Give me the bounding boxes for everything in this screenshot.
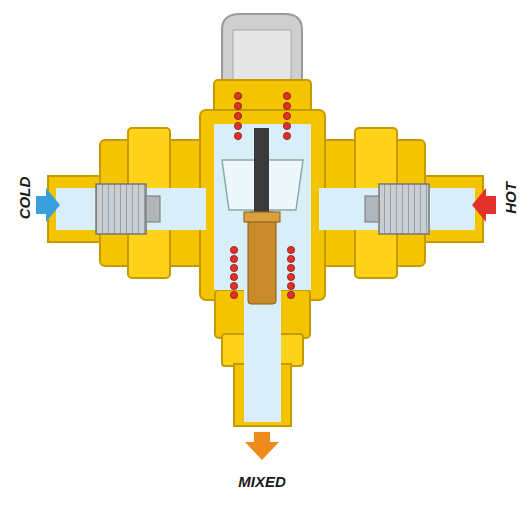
channel-shape bbox=[244, 288, 281, 422]
cartridge-shape bbox=[365, 196, 379, 222]
spring-coil bbox=[230, 264, 237, 271]
spring-coil bbox=[283, 122, 290, 129]
inlet-label: COLD bbox=[17, 177, 32, 220]
element-shape bbox=[248, 212, 276, 304]
spring-coil bbox=[234, 132, 241, 139]
cartridge-shape bbox=[146, 196, 160, 222]
spring-coil bbox=[234, 92, 241, 99]
spring-coil bbox=[230, 282, 237, 289]
spring-coil bbox=[287, 264, 294, 271]
spring-coil bbox=[230, 255, 237, 262]
spring-coil bbox=[234, 102, 241, 109]
outlet-label: MIXED bbox=[238, 474, 286, 489]
spring-coil bbox=[287, 291, 294, 298]
arrow-cold-shape bbox=[36, 188, 60, 222]
stem-shape bbox=[254, 128, 269, 218]
spring-coil bbox=[283, 112, 290, 119]
arrow-hot-shape bbox=[472, 188, 496, 222]
spring-coil bbox=[230, 291, 237, 298]
arrow-mixed-shape bbox=[245, 432, 279, 460]
element-shape bbox=[244, 212, 280, 222]
spring-coil bbox=[287, 273, 294, 280]
spring-coil bbox=[234, 122, 241, 129]
spring-coil bbox=[283, 132, 290, 139]
spring-coil bbox=[287, 255, 294, 262]
spring-coil bbox=[230, 273, 237, 280]
cartridge-shape bbox=[96, 184, 146, 234]
springs-shape bbox=[230, 92, 294, 298]
spring-coil bbox=[287, 246, 294, 253]
spring-coil bbox=[230, 246, 237, 253]
inlet-label: HOT bbox=[503, 182, 518, 214]
spring-coil bbox=[283, 92, 290, 99]
cartridge-shape bbox=[379, 184, 429, 234]
spring-coil bbox=[287, 282, 294, 289]
spring-coil bbox=[283, 102, 290, 109]
spring-coil bbox=[234, 112, 241, 119]
